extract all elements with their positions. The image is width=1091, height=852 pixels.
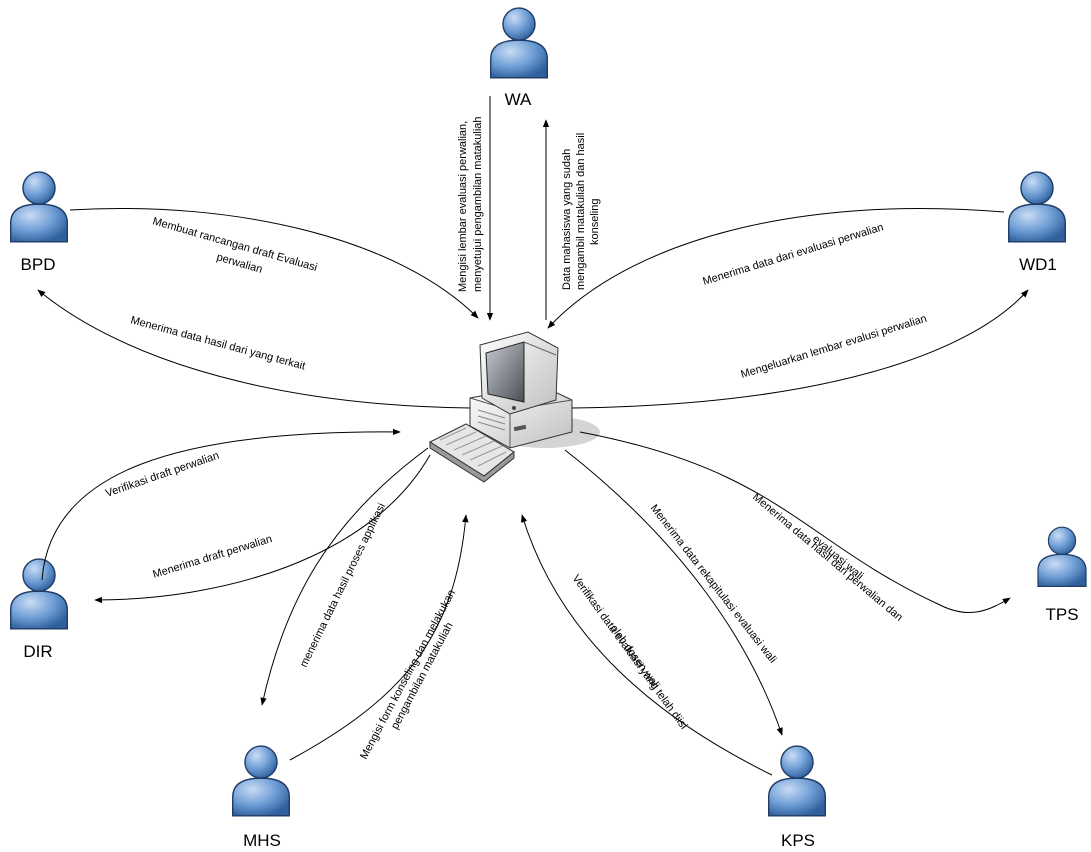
flow-dir-to-system [41, 428, 401, 581]
actor-wa-label: WA [505, 90, 532, 109]
actor-mhs-label: MHS [243, 831, 281, 850]
flow-label-mhs-in-1: Mengisi form konseling dan melakukan [358, 588, 458, 762]
flow-label-wa-in-1: Mengisi lembar evaluasi perwalian, [457, 121, 469, 292]
flow-system-to-dir [94, 454, 431, 604]
flow-label-dir-out: Menerima draft perwalian [151, 533, 273, 581]
flow-label-wd1-out: Mengeluarkan lembar evalusi perwalian [739, 313, 928, 381]
actor-bpd: BPD [10, 171, 68, 274]
flow-system-to-tps [579, 431, 1011, 614]
actor-tps-label: TPS [1045, 605, 1078, 624]
flow-bpd-to-system [69, 208, 479, 319]
flow-wd1-to-system [547, 207, 1005, 329]
flow-label-wa-in-2: menyetujui pengambilan matakuliah [472, 117, 484, 293]
flow-label-kps-in-2: oleh dosen wali [608, 623, 662, 691]
flow-label-wa-out-1: Data mahasiswa yang sudah [561, 149, 573, 290]
actor-wa: WA [490, 7, 548, 109]
flow-label-kps-out: Menerima data rekapitulasi evaluasi wali [648, 502, 779, 665]
flow-system-to-mhs [260, 447, 429, 706]
actor-kps: KPS [768, 745, 826, 850]
flow-label-bpd-out: Menerima data hasil dari yang terkait [129, 314, 306, 372]
actor-kps-label: KPS [781, 831, 815, 850]
flow-system-to-kps [564, 449, 783, 736]
flow-system-to-bpd [37, 289, 471, 409]
actor-bpd-label: BPD [21, 255, 56, 274]
actor-dir-label: DIR [23, 642, 52, 661]
actor-wd1-label: WD1 [1019, 255, 1057, 274]
computer-icon [428, 331, 600, 483]
actor-tps: TPS [1037, 526, 1087, 624]
flow-system-to-wd1 [571, 289, 1029, 409]
flow-kps-to-system [521, 514, 773, 776]
flow-mhs-to-system [289, 514, 469, 761]
flow-label-wa-out-2: mengambil matakuliah dan hasil [575, 133, 587, 290]
flow-label-mhs-out: menerima data hasil proses applikasi [298, 501, 388, 669]
flow-label-wa-out-3: konseling [589, 199, 601, 245]
flow-label-tps-out-1: Menerima data hasil dari perwalian dan [750, 491, 905, 624]
actor-mhs: MHS [232, 745, 290, 850]
actor-wd1: WD1 [1008, 171, 1066, 274]
actor-dir: DIR [10, 558, 68, 661]
flow-label-tps-out-2: evaluasi wali [810, 533, 865, 582]
